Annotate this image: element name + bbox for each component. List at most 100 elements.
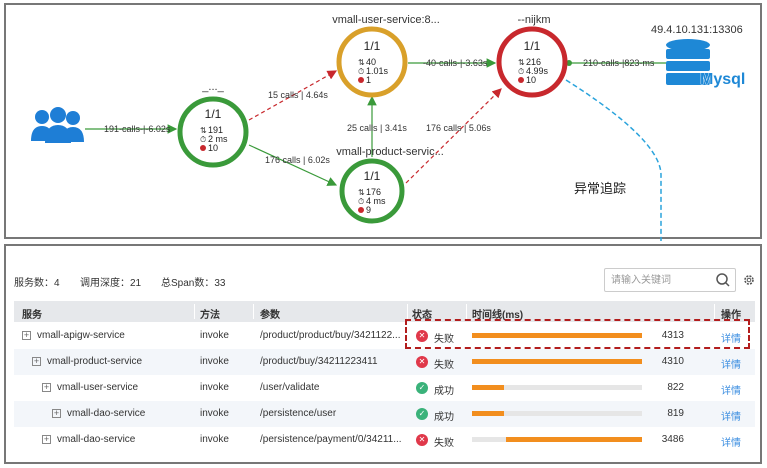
header-timeline: 时间线(ms) [472, 310, 524, 321]
success-icon: ✓ [416, 408, 428, 420]
row-detail-link[interactable]: 详情 [721, 360, 741, 371]
row-method: invoke [200, 434, 229, 445]
node-apigw-title: _..._ [201, 81, 224, 93]
row-method: invoke [200, 330, 229, 341]
error-icon [358, 207, 364, 213]
edge-label-product-nijkm: 176 calls | 5.06s [426, 123, 491, 133]
node-nijkm[interactable]: --nijkm 1/1 ⇅ 216 ⏱ 4.99s 10 [496, 14, 568, 98]
trace-annotation: 异常追踪 [574, 181, 626, 196]
svg-text:⇅: ⇅ [200, 126, 207, 135]
database-icon [666, 39, 710, 85]
row-duration: 4310 [661, 356, 684, 367]
row-status: 失败 [434, 334, 454, 345]
svg-text:⇅: ⇅ [518, 58, 525, 67]
row-service: vmall-dao-service [57, 434, 136, 445]
search-box[interactable] [604, 268, 736, 292]
node-apigw-calls: 191 [208, 125, 223, 135]
row-service: vmall-product-service [47, 356, 143, 367]
row-detail-link[interactable]: 详情 [721, 412, 741, 423]
expand-icon[interactable]: + [22, 330, 31, 340]
success-icon: ✓ [416, 382, 428, 394]
node-nijkm-time: 4.99s [526, 66, 549, 76]
row-params: /product/buy/34211223411 [260, 356, 378, 367]
expand-icon[interactable]: + [32, 356, 41, 366]
table-row[interactable]: + vmall-dao-service invoke/persistence/use… [14, 401, 755, 427]
search-icon[interactable] [715, 272, 731, 288]
node-user-service[interactable]: vmall-user-service:8... 1/1 ⇅ 40 ⏱ 1.01s… [332, 14, 440, 98]
row-params: /persistence/user [260, 408, 337, 419]
row-service: vmall-user-service [57, 382, 139, 393]
search-input[interactable] [605, 269, 705, 291]
svg-text:⇅: ⇅ [358, 58, 365, 67]
mysql-label: Mysql [700, 71, 745, 88]
topology-panel: 191-calls-|-6.02s 15 calls | 4.64s 176 c… [4, 3, 762, 287]
users-icon[interactable] [31, 107, 84, 143]
edge-product-nijkm[interactable] [405, 88, 502, 184]
error-icon: ✕ [416, 330, 428, 342]
node-product-service-calls: 176 [366, 187, 381, 197]
svg-text:⏱: ⏱ [518, 67, 524, 76]
row-timeline-bar [472, 411, 642, 416]
node-nijkm-errors: 10 [526, 75, 536, 85]
mysql-address: 49.4.10.131:13306 [651, 24, 743, 36]
error-icon: ✕ [416, 356, 428, 368]
header-status: 状态 [412, 310, 432, 321]
edge-label-apigw-user: 15 calls | 4.64s [268, 90, 328, 100]
node-nijkm-title: --nijkm [518, 14, 551, 26]
edge-label-user-nijkm: -40-calls-|-3.63s [423, 58, 488, 68]
edge-apigw-user[interactable] [248, 70, 338, 121]
node-apigw-time: 2 ms [208, 134, 228, 144]
node-apigw[interactable]: _..._ 1/1 ⇅ 191 ⏱ 2 ms 10 [177, 81, 249, 168]
row-detail-link[interactable]: 详情 [721, 386, 741, 397]
topology-graph: 191-calls-|-6.02s 15 calls | 4.64s 176 c… [31, 14, 746, 287]
edge-label-product-user: 25 calls | 3.41s [347, 123, 407, 133]
row-params: /product/product/buy/3421122... [260, 330, 401, 341]
row-timeline-bar [472, 359, 642, 364]
node-product-service-title: vmall-product-servic... [336, 146, 444, 158]
table-row[interactable]: + vmall-dao-service invoke/persistence/pay… [14, 427, 755, 453]
row-method: invoke [200, 408, 229, 419]
error-icon [358, 77, 364, 83]
node-user-service-title: vmall-user-service:8... [332, 14, 440, 26]
row-detail-link[interactable]: 详情 [721, 438, 741, 449]
table-header: 服务 方法 参数 状态 时间线(ms) 操作 [14, 301, 755, 322]
row-params: /persistence/payment/0/34211... [260, 434, 402, 445]
node-nijkm-ratio: 1/1 [524, 39, 541, 53]
row-status: 成功 [434, 412, 454, 423]
node-user-service-ratio: 1/1 [364, 39, 381, 53]
edge-label-apigw-product: 176 calls | 6.02s [265, 155, 330, 165]
trace-panel: 服务数：4 调用深度：21 总Span数：33 服务 方法 参数 状态 时间线(… [4, 244, 762, 464]
node-product-service[interactable]: vmall-product-servic... 1/1 ⇅ 176 ⏱ 4 ms… [336, 146, 444, 224]
error-icon: ✕ [416, 434, 428, 446]
node-apigw-errors: 10 [208, 143, 218, 153]
edge-apigw-product[interactable] [248, 144, 338, 186]
expand-icon[interactable]: + [42, 382, 51, 392]
svg-text:⇅: ⇅ [358, 188, 365, 197]
row-duration: 819 [667, 408, 684, 419]
gear-icon[interactable] [743, 274, 755, 286]
table-row[interactable]: + vmall-apigw-service invoke/product/produ… [14, 323, 755, 349]
row-params: /user/validate [260, 382, 320, 393]
header-action: 操作 [721, 310, 741, 321]
node-product-service-ratio: 1/1 [364, 169, 381, 183]
svg-text:⏱: ⏱ [200, 135, 206, 144]
node-user-service-calls: 40 [366, 57, 376, 67]
expand-icon[interactable]: + [52, 408, 61, 418]
edge-label-nijkm-mysql: 210-calls-|823-ms [583, 58, 655, 68]
node-nijkm-calls: 216 [526, 57, 541, 67]
header-method: 方法 [200, 310, 220, 321]
svg-text:⏱: ⏱ [358, 197, 364, 206]
expand-icon[interactable]: + [42, 434, 51, 444]
edge-label-users-apigw: 191-calls-|-6.02s [104, 124, 171, 134]
stat-depth: 调用深度：21 [80, 278, 142, 289]
row-duration: 3486 [661, 434, 684, 445]
row-service: vmall-apigw-service [37, 330, 125, 341]
row-detail-link[interactable]: 详情 [721, 334, 741, 345]
node-mysql[interactable]: 49.4.10.131:13306 Mysql [651, 24, 746, 88]
row-status: 成功 [434, 386, 454, 397]
trace-arrow [565, 79, 662, 287]
row-service: vmall-dao-service [67, 408, 146, 419]
header-service: 服务 [22, 310, 42, 321]
